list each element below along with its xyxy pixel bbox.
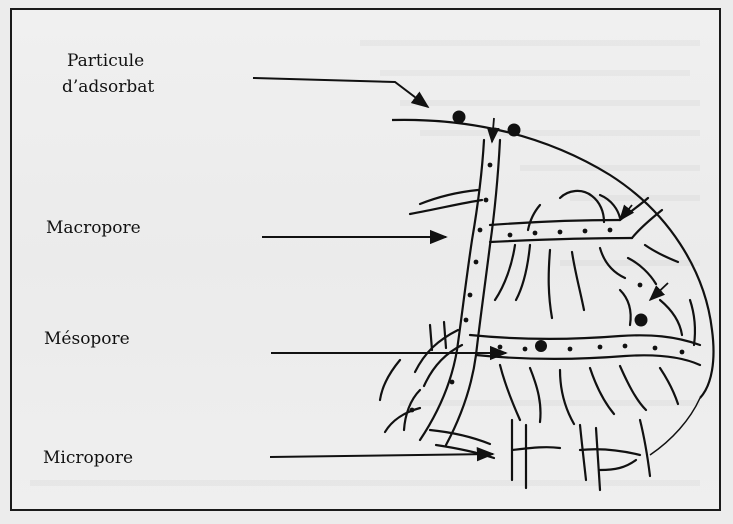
arrow-micropore <box>270 454 493 457</box>
label-adsorbat: d’adsorbat <box>62 77 154 97</box>
label-mesopore: Mésopore <box>44 329 130 349</box>
label-micropore: Micropore <box>43 448 133 468</box>
bleed-through-texture <box>30 40 700 486</box>
label-particule: Particule <box>67 51 144 71</box>
diffusion-arrows <box>492 118 668 300</box>
label-macropore: Macropore <box>46 218 141 238</box>
pore-network <box>380 140 700 490</box>
particle-lower-edge <box>650 398 700 455</box>
